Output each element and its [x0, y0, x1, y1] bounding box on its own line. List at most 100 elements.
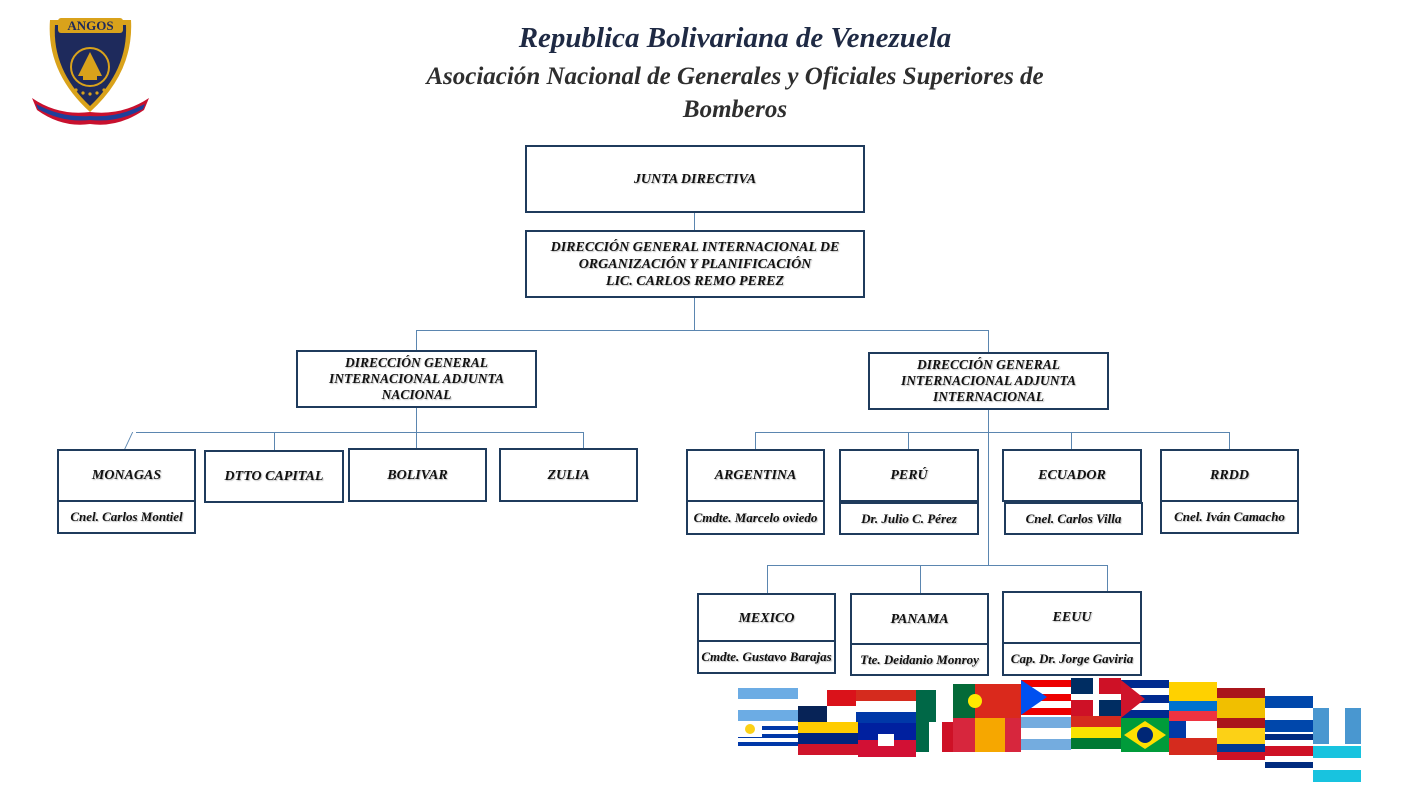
header-association-line1: Asociación Nacional de Generales y Ofici… [380, 60, 1090, 93]
connector [767, 565, 768, 594]
flag-spain-icon [1217, 688, 1265, 728]
connector [416, 407, 417, 450]
direccion-general-line1: DIRECCIÓN GENERAL INTERNACIONAL DE [551, 239, 840, 256]
flag-haiti-icon [858, 723, 916, 757]
direccion-general-box: DIRECCIÓN GENERAL INTERNACIONAL DE ORGAN… [525, 230, 865, 298]
person-argentina: Cmdte. Marcelo oviedo [686, 500, 825, 535]
person-peru: Dr. Julio C. Pérez [839, 502, 979, 535]
connector [583, 432, 584, 449]
person-name: Cmdte. Marcelo oviedo [694, 510, 818, 526]
person-monagas: Cnel. Carlos Montiel [57, 500, 196, 534]
person-rrdd: Cnel. Iván Camacho [1160, 500, 1299, 534]
header-association: Asociación Nacional de Generales y Ofici… [380, 60, 1090, 126]
unit-panama: PANAMA [850, 593, 989, 645]
direccion-general-line2: ORGANIZACIÓN Y PLANIFICACIÓN [579, 256, 812, 273]
connector [124, 432, 133, 450]
adjunta-nacional-line3: NACIONAL [382, 387, 452, 403]
flag-honduras-icon [1313, 746, 1361, 782]
connector [755, 432, 1230, 433]
adjunta-nacional-line1: DIRECCIÓN GENERAL [345, 355, 488, 371]
unit-name: EEUU [1053, 609, 1092, 626]
flag-colombia-orange-icon [953, 718, 1021, 752]
flag-guatemala-icon [1313, 708, 1361, 744]
adjunta-nacional-box: DIRECCIÓN GENERAL INTERNACIONAL ADJUNTA … [296, 350, 537, 408]
connector [1071, 432, 1072, 450]
flag-argentina-icon [738, 688, 798, 721]
connector [988, 330, 989, 353]
unit-name: DTTO CAPITAL [225, 468, 324, 485]
unit-argentina: ARGENTINA [686, 449, 825, 502]
angos-logo: ANGOS [28, 12, 153, 130]
flag-cuba-icon [1121, 680, 1169, 718]
flag-puerto-rico-icon [1021, 680, 1071, 715]
connector [694, 297, 695, 331]
adjunta-internacional-line3: INTERNACIONAL [933, 389, 1044, 405]
connector [908, 432, 909, 450]
unit-name: MEXICO [738, 610, 794, 627]
flag-argentina-2-icon [1021, 717, 1071, 750]
connector [755, 432, 756, 450]
flag-el-salvador-icon [1265, 696, 1313, 732]
flag-portugal-icon [953, 684, 1021, 718]
unit-name: PERÚ [890, 467, 927, 484]
unit-name: MONAGAS [92, 467, 161, 484]
unit-zulia: ZULIA [499, 448, 638, 502]
flag-panama-icon [798, 690, 856, 722]
person-name: Tte. Deidanio Monroy [860, 652, 979, 668]
latin-america-flags-banner [735, 672, 1370, 784]
unit-monagas: MONAGAS [57, 449, 196, 502]
connector [1229, 432, 1230, 450]
logo-text: ANGOS [67, 18, 113, 33]
header-association-line2: Bomberos [380, 93, 1090, 126]
unit-bolivar: BOLIVAR [348, 448, 487, 502]
unit-name: RRDD [1210, 467, 1249, 484]
unit-name: ECUADOR [1038, 467, 1106, 484]
connector [1107, 565, 1108, 592]
person-eeuu: Cap. Dr. Jorge Gaviria [1002, 642, 1142, 676]
direccion-general-director: LIC. CARLOS REMO PEREZ [606, 273, 784, 290]
flag-colombia-icon [1217, 728, 1265, 760]
unit-mexico: MEXICO [697, 593, 836, 643]
flag-ecuador-icon [1169, 682, 1217, 721]
flag-costa-rica-icon [1265, 734, 1313, 768]
connector [416, 330, 417, 351]
unit-name: ZULIA [548, 467, 590, 484]
flag-venezuela-icon [798, 722, 858, 755]
person-name: Cmdte. Gustavo Barajas [701, 649, 831, 665]
flag-uruguay-icon [738, 721, 798, 751]
flag-paraguay-icon [856, 690, 916, 723]
unit-ecuador: ECUADOR [1002, 449, 1142, 502]
junta-directiva-label: JUNTA DIRECTIVA [634, 171, 756, 188]
flag-brazil-icon [1121, 718, 1169, 752]
angos-shield-icon: ANGOS [28, 12, 153, 130]
unit-rrdd: RRDD [1160, 449, 1299, 502]
person-name: Cnel. Carlos Montiel [70, 509, 182, 525]
connector [694, 212, 695, 231]
flag-bolivia-icon [1071, 716, 1121, 749]
unit-name: BOLIVAR [387, 467, 447, 484]
unit-eeuu: EEUU [1002, 591, 1142, 644]
adjunta-nacional-line2: INTERNACIONAL ADJUNTA [329, 371, 504, 387]
person-ecuador: Cnel. Carlos Villa [1004, 502, 1143, 535]
flag-dominican-republic-icon [1071, 678, 1121, 716]
junta-directiva-box: JUNTA DIRECTIVA [525, 145, 865, 213]
person-name: Cap. Dr. Jorge Gaviria [1011, 651, 1133, 667]
person-name: Dr. Julio C. Pérez [861, 511, 957, 527]
adjunta-internacional-box: DIRECCIÓN GENERAL INTERNACIONAL ADJUNTA … [868, 352, 1109, 410]
unit-peru: PERÚ [839, 449, 979, 502]
connector [920, 565, 921, 594]
flag-chile-icon [1169, 721, 1217, 755]
header-country: Republica Bolivariana de Venezuela [360, 22, 1110, 55]
connector [416, 330, 989, 331]
unit-name: ARGENTINA [715, 467, 797, 484]
unit-dtto-capital: DTTO CAPITAL [204, 450, 344, 503]
connector [136, 432, 584, 433]
connector [767, 565, 1108, 566]
connector [274, 432, 275, 450]
flag-mexico-2-icon [916, 722, 955, 752]
person-name: Cnel. Iván Camacho [1174, 509, 1285, 525]
unit-name: PANAMA [890, 611, 948, 628]
adjunta-internacional-line2: INTERNACIONAL ADJUNTA [901, 373, 1076, 389]
person-name: Cnel. Carlos Villa [1026, 511, 1122, 527]
person-mexico: Cmdte. Gustavo Barajas [697, 640, 836, 674]
